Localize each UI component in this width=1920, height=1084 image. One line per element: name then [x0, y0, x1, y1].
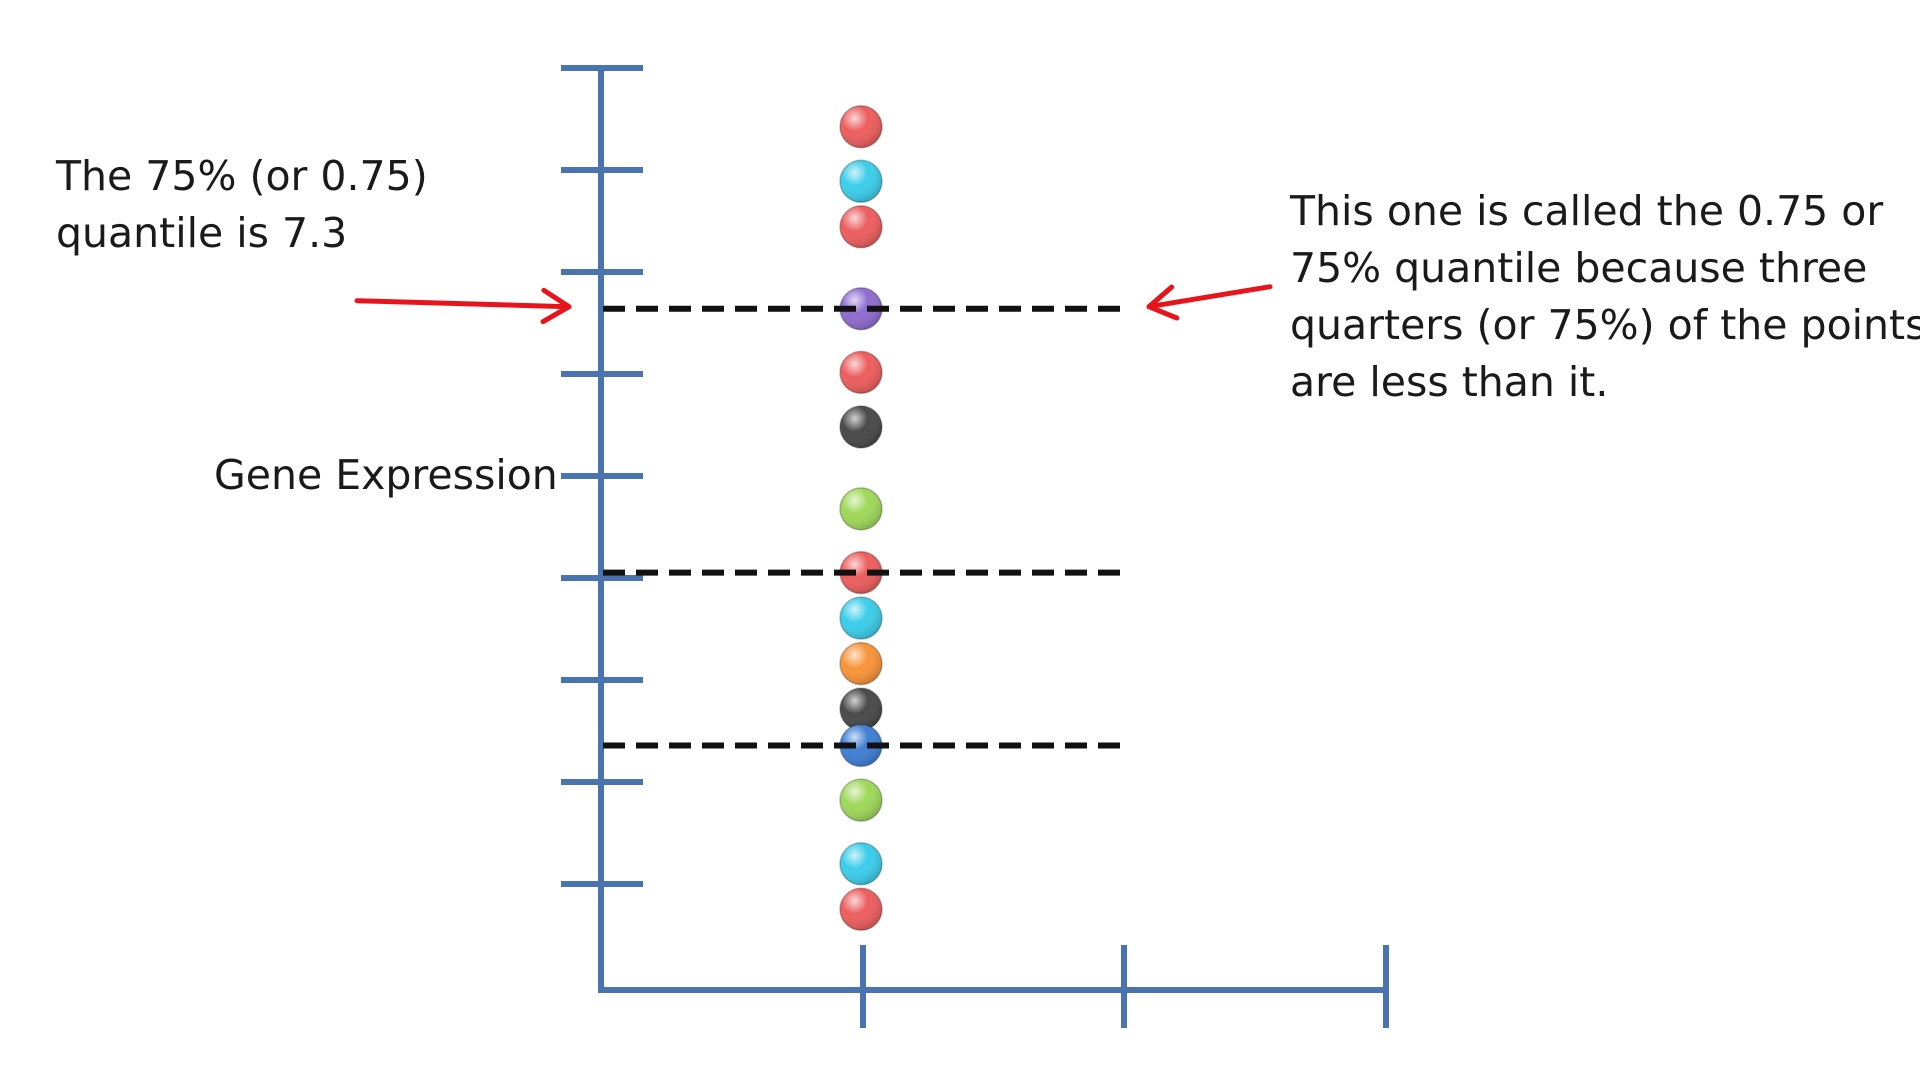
y-axis-label: Gene Expression — [214, 451, 558, 499]
data-point — [839, 550, 883, 595]
left-annotation-line-1: The 75% (or 0.75) — [56, 152, 428, 200]
right-annotation-line-3: quarters (or 75%) of the points — [1290, 301, 1920, 349]
data-point — [839, 842, 883, 886]
left-annotation-line-2: quantile is 7.3 — [56, 209, 348, 257]
data-point — [839, 405, 883, 449]
right-annotation-line-4: are less than it. — [1290, 358, 1609, 406]
data-point — [839, 641, 883, 686]
data-point — [839, 687, 883, 731]
data-point — [839, 723, 883, 768]
data-point — [839, 596, 883, 640]
data-point — [839, 205, 883, 249]
right-arrow — [1146, 284, 1273, 321]
data-point — [839, 778, 883, 822]
data-point — [839, 104, 883, 149]
right-annotation-line-2: 75% quantile because three — [1290, 244, 1868, 292]
right-annotation: This one is called the 0.75 or 75% quant… — [1290, 183, 1920, 411]
right-annotation-line-1: This one is called the 0.75 or — [1290, 187, 1884, 235]
data-point — [839, 159, 883, 204]
left-arrow — [354, 287, 572, 325]
left-annotation: The 75% (or 0.75) quantile is 7.3 — [56, 148, 428, 262]
data-point — [839, 350, 883, 395]
data-point — [839, 487, 883, 531]
data-point — [839, 887, 883, 932]
